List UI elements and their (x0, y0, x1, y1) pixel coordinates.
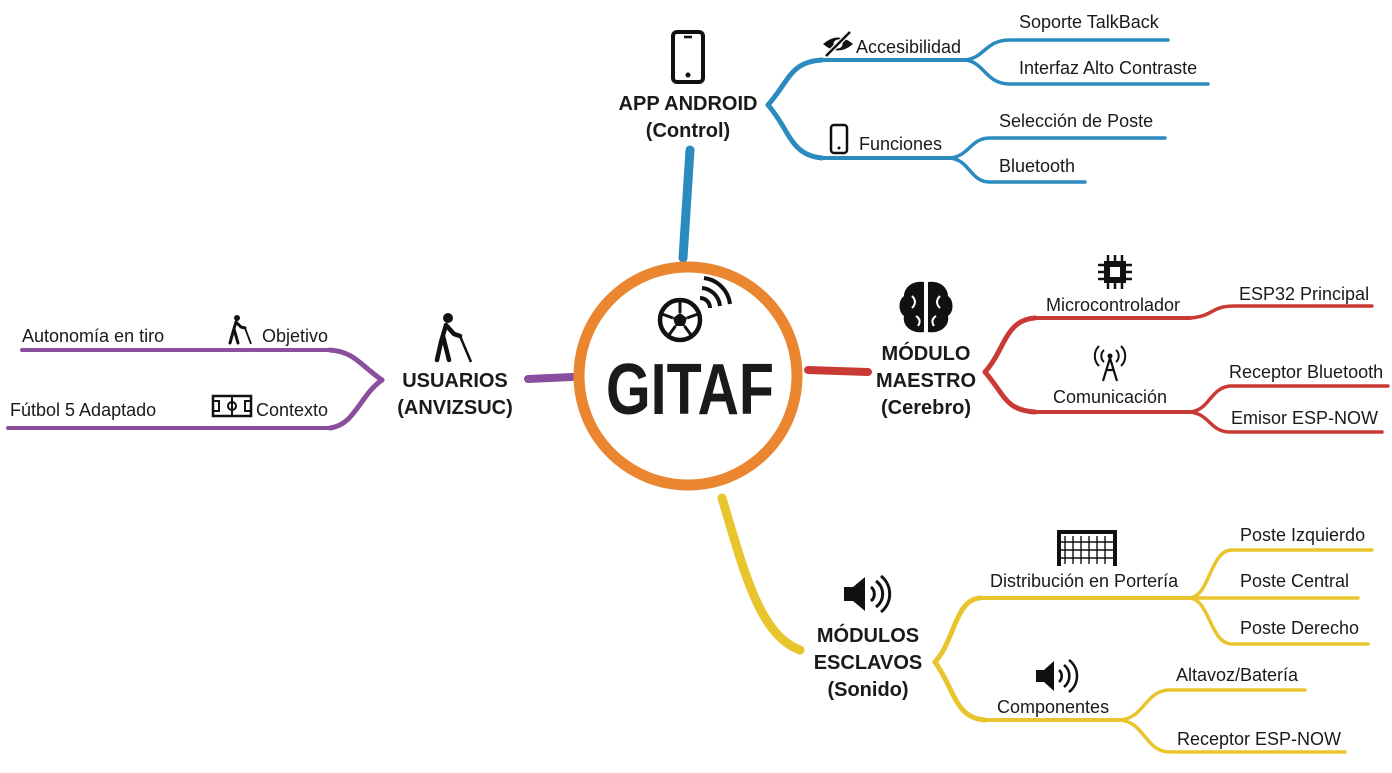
leaf-receptor-bluetooth: Receptor Bluetooth (1229, 362, 1383, 382)
soccer-ball-signal-icon (657, 276, 732, 343)
leaf-esp32-principal: ESP32 Principal (1239, 284, 1369, 304)
esclavos-title-line2: ESCLAVOS (814, 652, 923, 674)
chip-icon (1098, 255, 1132, 289)
center-node: GITAF (573, 261, 803, 491)
esclavos-title-line1: MÓDULOS (817, 623, 919, 647)
usuarios-title-line2: (ANVIZSUC) (397, 397, 513, 419)
esclavos-title-line3: (Sonido) (827, 679, 908, 701)
blind-person-cane-icon (434, 313, 473, 363)
modulo-maestro-node: MÓDULO MAESTRO (Cerebro) (876, 281, 976, 419)
eye-slash-icon (823, 30, 853, 58)
leaf-altavoz-bateria: Altavoz/Batería (1176, 665, 1299, 685)
goal-net-icon (1057, 530, 1117, 566)
usuarios-node: USUARIOS (ANVIZSUC) (397, 313, 513, 419)
leaf-futbol-5-adaptado: Fútbol 5 Adaptado (10, 400, 156, 420)
smartphone-icon (671, 30, 705, 84)
app-title-line1: APP ANDROID (619, 93, 758, 115)
leaf-poste-izquierdo: Poste Izquierdo (1240, 525, 1365, 545)
leaf-poste-central: Poste Central (1240, 571, 1349, 591)
leaf-bluetooth: Bluetooth (999, 156, 1075, 176)
leaf-autonomia-en-tiro: Autonomía en tiro (22, 326, 164, 346)
speaker-icon (844, 574, 892, 614)
comunicacion-node: Comunicación (1053, 345, 1167, 407)
leaf-soporte-talkback: Soporte TalkBack (1019, 12, 1160, 32)
speaker-icon (1036, 658, 1079, 694)
modulos-esclavos-node: MÓDULOS ESCLAVOS (Sonido) (814, 574, 923, 701)
leaf-poste-derecho: Poste Derecho (1240, 618, 1359, 638)
maestro-branch-lines (804, 304, 1390, 434)
componentes-node: Componentes (997, 658, 1109, 717)
app-branch-lines (678, 38, 1210, 263)
maestro-title-line2: MAESTRO (876, 370, 976, 392)
objetivo-label: Objetivo (262, 326, 328, 346)
microcontrolador-label: Microcontrolador (1046, 295, 1180, 315)
contexto-label: Contexto (256, 400, 328, 420)
componentes-label: Componentes (997, 697, 1109, 717)
leaf-interfaz-alto-contraste: Interfaz Alto Contraste (1019, 58, 1197, 78)
esclavos-branch-lines (717, 493, 1374, 754)
accesibilidad-label: Accesibilidad (856, 37, 961, 57)
soccer-field-icon (211, 394, 253, 418)
distribucion-node: Distribución en Portería (990, 530, 1179, 591)
microcontrolador-node: Microcontrolador (1046, 255, 1180, 315)
app-title-line2: (Control) (646, 120, 730, 142)
smartphone-icon (829, 123, 849, 155)
usuarios-title-line1: USUARIOS (402, 370, 508, 392)
accesibilidad-node: Accesibilidad (823, 30, 961, 58)
antenna-icon (1093, 345, 1127, 382)
comunicacion-label: Comunicación (1053, 387, 1167, 407)
blind-person-cane-icon (228, 315, 252, 345)
app-android-node: APP ANDROID (Control) (619, 30, 758, 142)
contexto-node: Contexto (211, 394, 328, 420)
brain-icon (899, 281, 953, 333)
maestro-title-line3: (Cerebro) (881, 397, 971, 419)
leaf-seleccion-de-poste: Selección de Poste (999, 111, 1153, 131)
leaf-emisor-esp-now: Emisor ESP-NOW (1231, 408, 1378, 428)
distribucion-label: Distribución en Portería (990, 571, 1179, 591)
leaf-receptor-esp-now: Receptor ESP-NOW (1177, 729, 1341, 749)
center-ring (573, 261, 803, 491)
usuarios-branch-lines (6, 347, 576, 431)
funciones-node: Funciones (829, 123, 942, 155)
center-title: GITAF (606, 350, 774, 430)
funciones-label: Funciones (859, 134, 942, 154)
objetivo-node: Objetivo (228, 315, 328, 346)
maestro-title-line1: MÓDULO (882, 341, 971, 365)
